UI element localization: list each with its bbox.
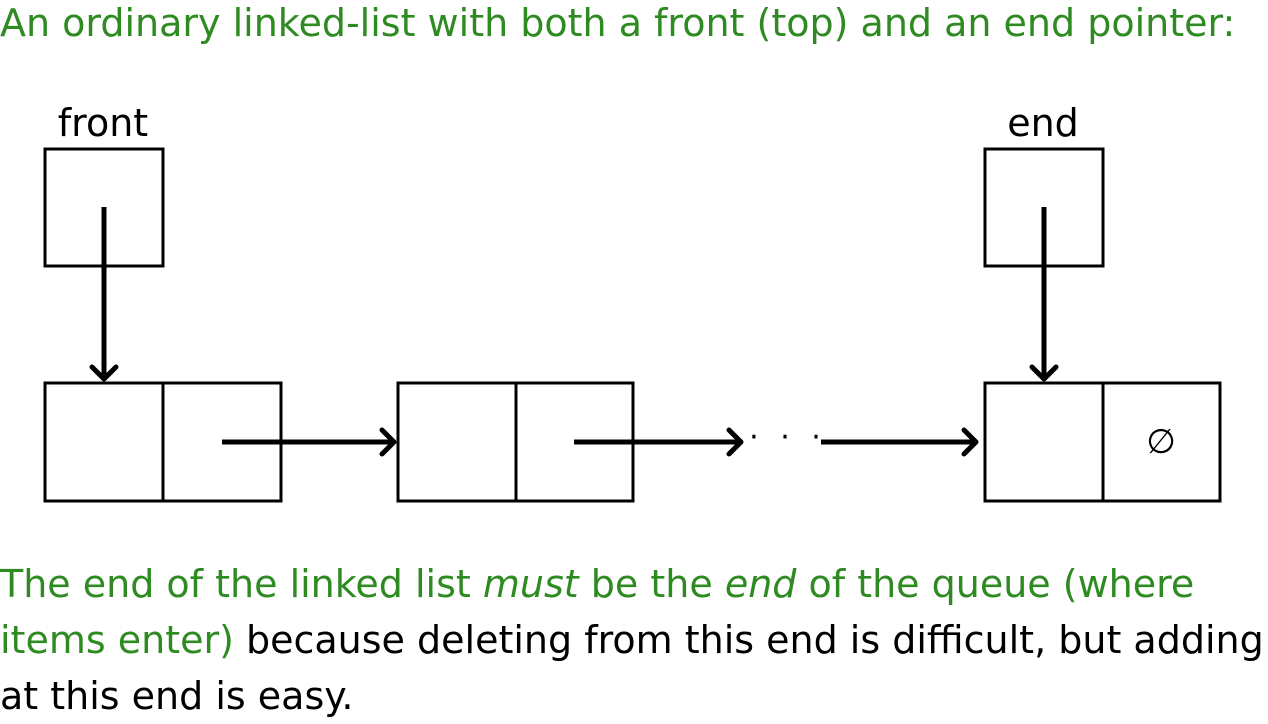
ellipsis-arrowhead (961, 427, 979, 457)
node-1-data-cell (43, 381, 165, 503)
node-2-data-cell (396, 381, 518, 503)
last-node-next-cell (1101, 381, 1222, 503)
end-label: end (1007, 101, 1079, 145)
caption: The end of the linked list must be the e… (0, 556, 1268, 724)
null-symbol: ∅ (1146, 422, 1176, 462)
page-title: An ordinary linked-list with both a fron… (0, 1, 1236, 45)
node-1-arrowhead (379, 427, 397, 457)
end-arrowhead (1029, 364, 1059, 382)
caption-part-6: because deleting from this end is diffic… (0, 618, 1264, 718)
front-label: front (58, 101, 148, 145)
caption-part-5: of the queue (where items enter) (0, 562, 1195, 662)
last-node-data-cell (983, 381, 1105, 503)
caption-emphasis-must: must (482, 562, 579, 606)
node-2-arrowhead (726, 427, 744, 457)
caption-part-3: be the (578, 562, 725, 606)
caption-part-1: The end of the linked list (0, 562, 483, 606)
front-arrowhead (89, 364, 119, 382)
ellipsis: · · · (749, 420, 827, 455)
caption-emphasis-end: end (724, 562, 797, 606)
